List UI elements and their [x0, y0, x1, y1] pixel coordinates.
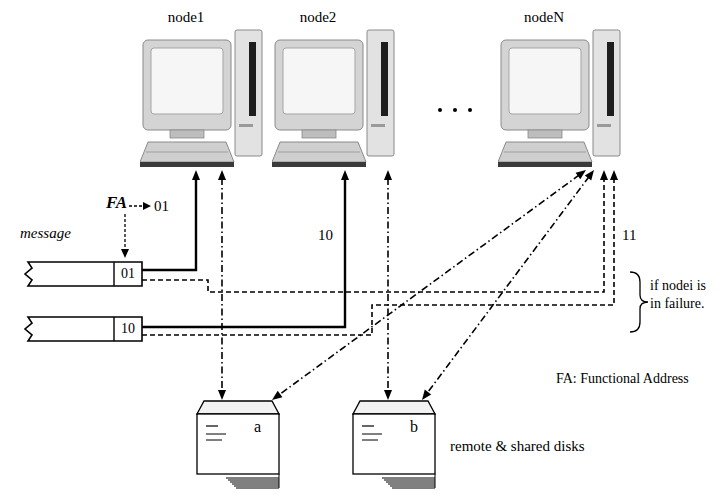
dashed-connector [427, 176, 589, 393]
disk-illustration [352, 400, 436, 490]
fa-label: FA [106, 194, 127, 212]
computer-illustration [140, 6, 265, 170]
arrow-head [218, 390, 226, 400]
disk-caption: remote & shared disks [450, 437, 585, 455]
ellipsis-dot [468, 108, 472, 112]
brace [630, 272, 648, 332]
node-name: node1 [140, 8, 232, 26]
fa-arrow [129, 205, 144, 206]
node-name: node2 [272, 8, 364, 26]
arrow-head [143, 202, 151, 210]
arrow-head [576, 170, 586, 179]
dashed-connector [387, 178, 389, 392]
fa-arrow [124, 214, 125, 250]
arrow-head [585, 170, 594, 180]
ellipsis-dot [453, 108, 457, 112]
message-node: 01 [22, 262, 142, 286]
arrow-head [218, 170, 226, 180]
ellipsis-dot [438, 108, 442, 112]
address-number: 01 [154, 197, 169, 215]
message-connector [142, 178, 345, 327]
arrow-head [272, 391, 282, 400]
message-label: message [20, 224, 71, 242]
node-name: nodeN [498, 8, 590, 26]
address-field: 10 [114, 317, 142, 341]
arrow-head [610, 170, 618, 180]
disk-name: b [410, 418, 418, 436]
arrow-head [600, 170, 608, 180]
disk-node: b [352, 400, 436, 490]
arrow-head [341, 170, 349, 180]
address-number: 11 [622, 226, 636, 244]
arrow-head [384, 390, 392, 400]
address-field: 01 [114, 262, 142, 286]
arrow-head [121, 249, 129, 258]
dashed-connector [278, 175, 579, 396]
disk-node: a [196, 400, 280, 490]
arrow-head [192, 170, 200, 180]
address-number: 10 [318, 226, 333, 244]
dashed-connector [142, 178, 604, 292]
computer-node: nodeN [498, 6, 623, 170]
computer-illustration [498, 6, 623, 170]
arrow-head [384, 170, 392, 180]
arrow-head [422, 390, 431, 400]
message-connector [142, 178, 196, 270]
dashed-connector [221, 178, 223, 392]
computer-illustration [272, 6, 397, 170]
computer-node: node2 [272, 6, 397, 170]
failure-note: if nodei is in failure. [650, 277, 720, 313]
disk-name: a [254, 418, 261, 436]
legend-note: FA: Functional Address [556, 370, 689, 388]
computer-node: node1 [140, 6, 265, 170]
message-node: 10 [22, 317, 142, 341]
disk-illustration [196, 400, 280, 490]
